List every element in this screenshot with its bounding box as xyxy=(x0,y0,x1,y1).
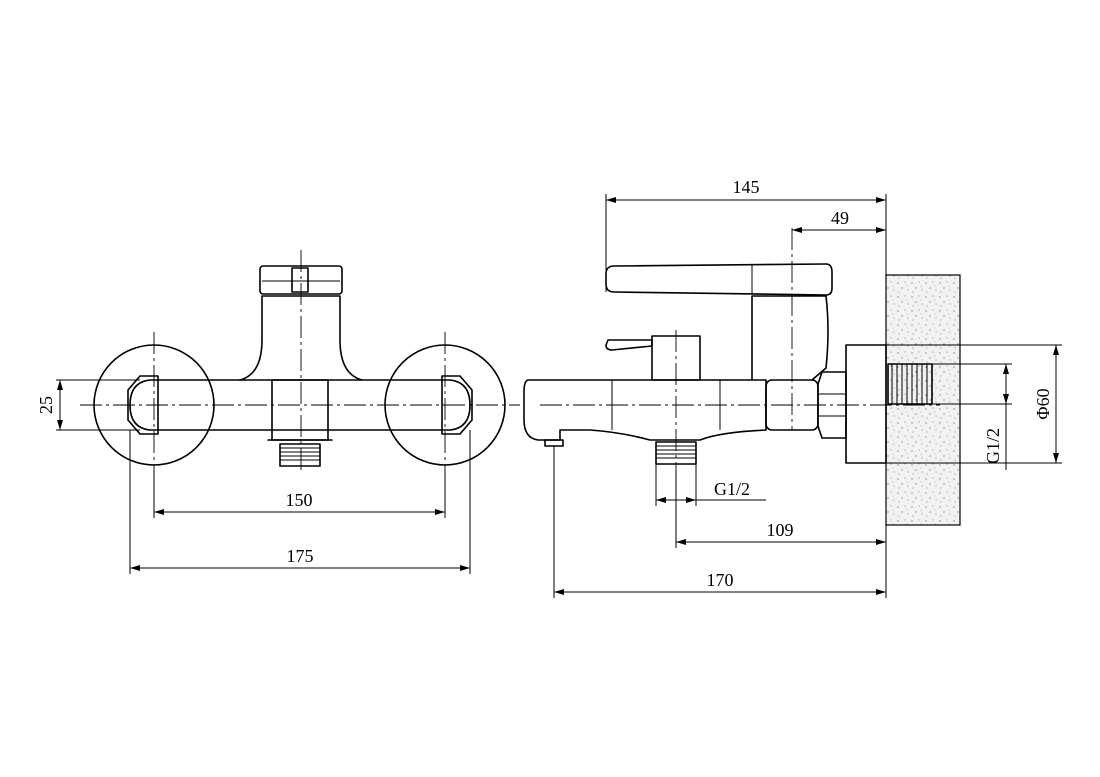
dimension-front-height: 25 xyxy=(36,379,140,431)
dimension-wall-thread: G1/2 xyxy=(932,363,1012,470)
left-hex-nut xyxy=(127,375,159,435)
wall-thread xyxy=(887,363,933,405)
diverter-block xyxy=(271,379,329,441)
dimension-total-depth-label: 170 xyxy=(707,570,734,590)
side-view: 145 49 G1/2 109 xyxy=(523,177,1062,598)
dimension-front-centers: 150 xyxy=(153,470,446,518)
dimension-total-depth: 170 xyxy=(553,446,887,598)
dimension-diverter-distance: 109 xyxy=(675,470,887,548)
side-flange xyxy=(845,344,887,464)
dimension-flange-diameter: Φ60 xyxy=(886,344,1062,464)
side-body xyxy=(523,379,767,441)
dimension-front-height-label: 25 xyxy=(36,396,56,414)
handle-insert xyxy=(291,267,309,293)
dimension-handle-reach: 145 xyxy=(605,177,887,292)
dimension-front-width-label: 175 xyxy=(287,546,314,566)
dimension-handle-offset: 49 xyxy=(792,208,886,233)
diverter-knob xyxy=(605,339,653,351)
mixer-body xyxy=(129,379,471,431)
dimension-handle-reach-label: 145 xyxy=(733,177,760,197)
handle-lever xyxy=(605,263,833,296)
right-hex-nut xyxy=(441,375,473,435)
front-view: 25 150 175 xyxy=(36,250,520,574)
dimension-inlet-thread: G1/2 xyxy=(655,464,766,506)
dimension-flange-diameter-label: Φ60 xyxy=(1033,388,1053,419)
dimension-diverter-distance-label: 109 xyxy=(767,520,794,540)
dimension-wall-thread-label: G1/2 xyxy=(983,428,1003,464)
side-cartridge-column xyxy=(751,295,829,381)
dimension-handle-offset-label: 49 xyxy=(831,208,849,228)
dimension-inlet-thread-label: G1/2 xyxy=(714,479,750,499)
dimension-front-width: 175 xyxy=(129,430,471,574)
front-outlet-thread xyxy=(279,443,321,467)
dimension-front-centers-label: 150 xyxy=(286,490,313,510)
